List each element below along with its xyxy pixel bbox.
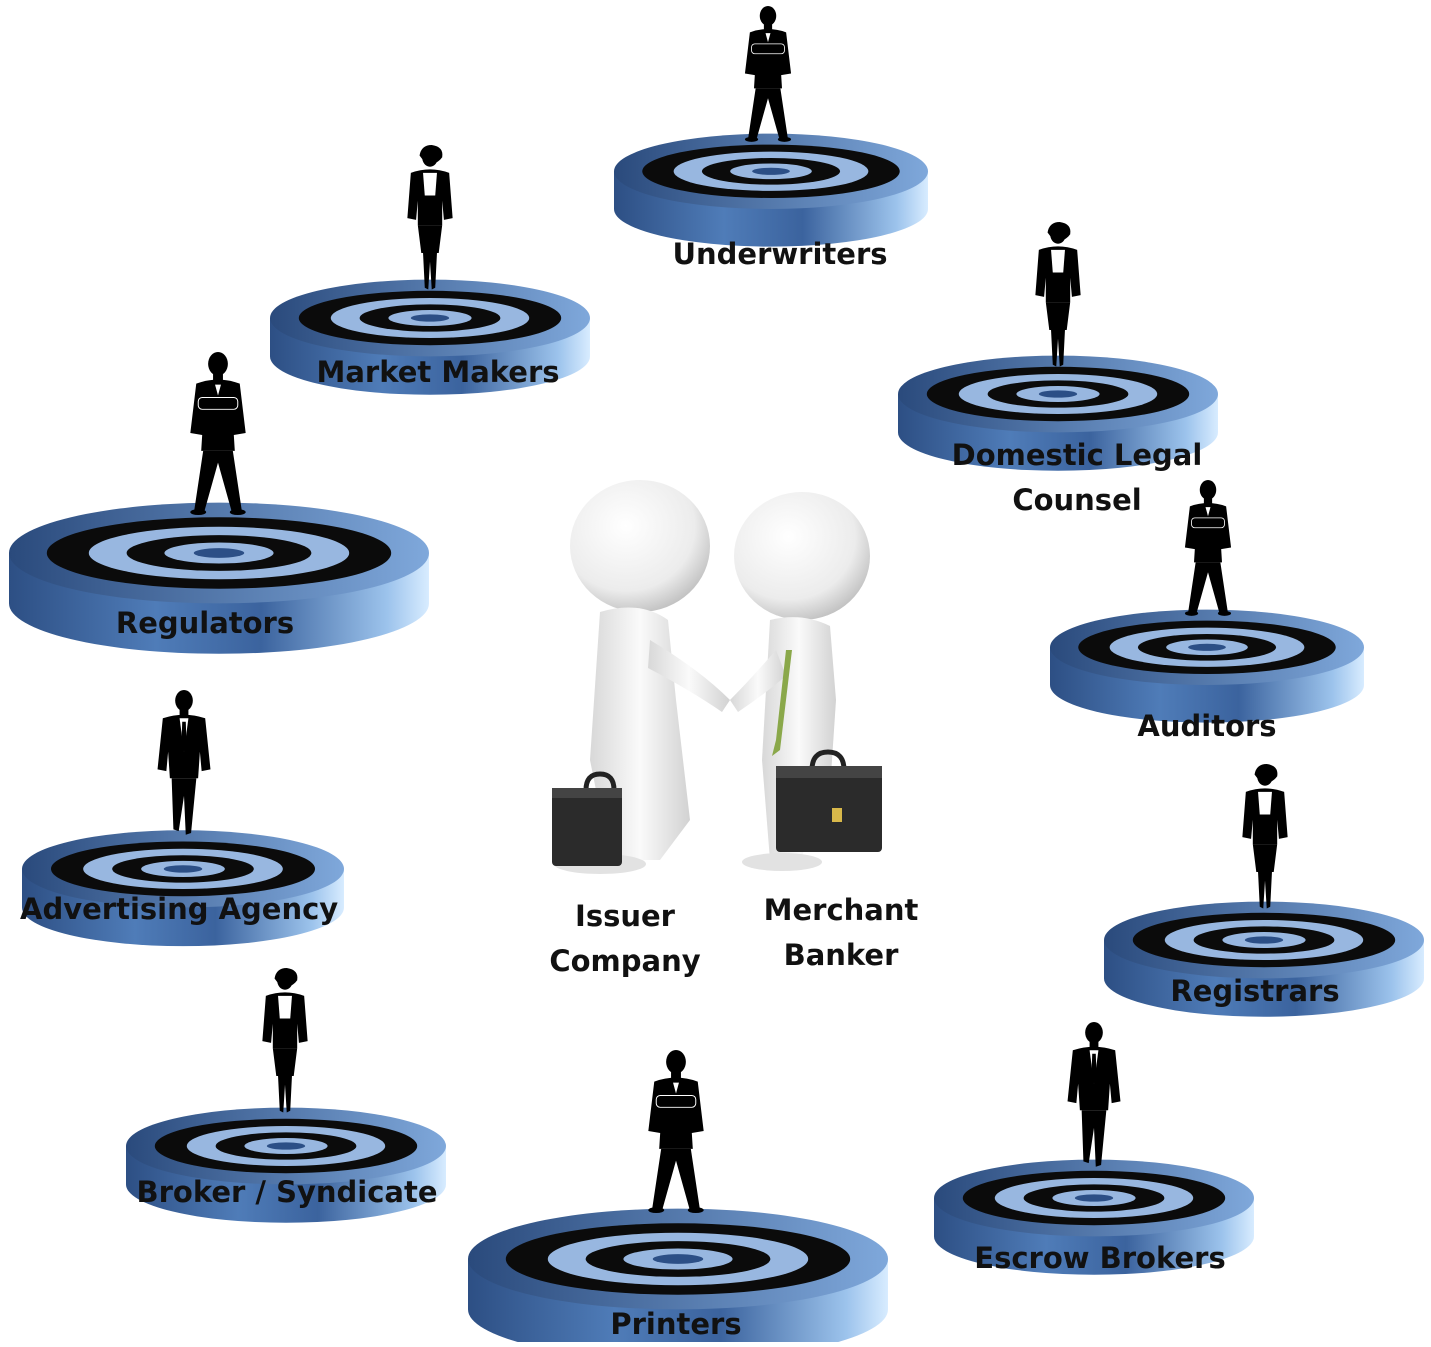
handshake-illustration <box>552 480 882 874</box>
man-walking-icon <box>157 690 211 835</box>
domestic-legal-counsel-label: Domestic Legal Counsel <box>951 438 1203 517</box>
issuer-figure-icon <box>552 480 730 874</box>
escrow-brokers-label: Escrow Brokers <box>974 1241 1226 1275</box>
merchant-banker-label: Merchant Banker <box>763 893 919 972</box>
registrars-label: Registrars <box>1170 974 1340 1008</box>
issuer-company-label: Issuer Company <box>549 899 701 978</box>
printers-node <box>468 1049 888 1342</box>
man-arms-folded-icon <box>647 1049 705 1214</box>
man-arms-folded-icon <box>189 351 247 516</box>
merchant-banker-figure-icon <box>730 492 882 871</box>
man-arms-folded-icon <box>744 5 792 143</box>
man-walking-icon <box>1067 1022 1121 1167</box>
broker-syndicate-label: Broker / Syndicate <box>136 1175 438 1209</box>
woman-walking-icon <box>407 145 453 290</box>
woman-walking-icon <box>1242 764 1288 909</box>
auditors-label: Auditors <box>1137 709 1277 743</box>
woman-walking-icon <box>1035 222 1081 367</box>
briefcase-icon <box>776 749 882 852</box>
underwriters-node <box>614 5 928 247</box>
briefcase-icon <box>552 771 622 866</box>
advertising-agency-label: Advertising Agency <box>20 892 339 926</box>
underwriters-label: Underwriters <box>672 237 888 271</box>
printers-label: Printers <box>610 1307 742 1341</box>
market-makers-label: Market Makers <box>316 355 560 389</box>
woman-walking-icon <box>262 968 308 1113</box>
regulators-label: Regulators <box>115 606 295 640</box>
